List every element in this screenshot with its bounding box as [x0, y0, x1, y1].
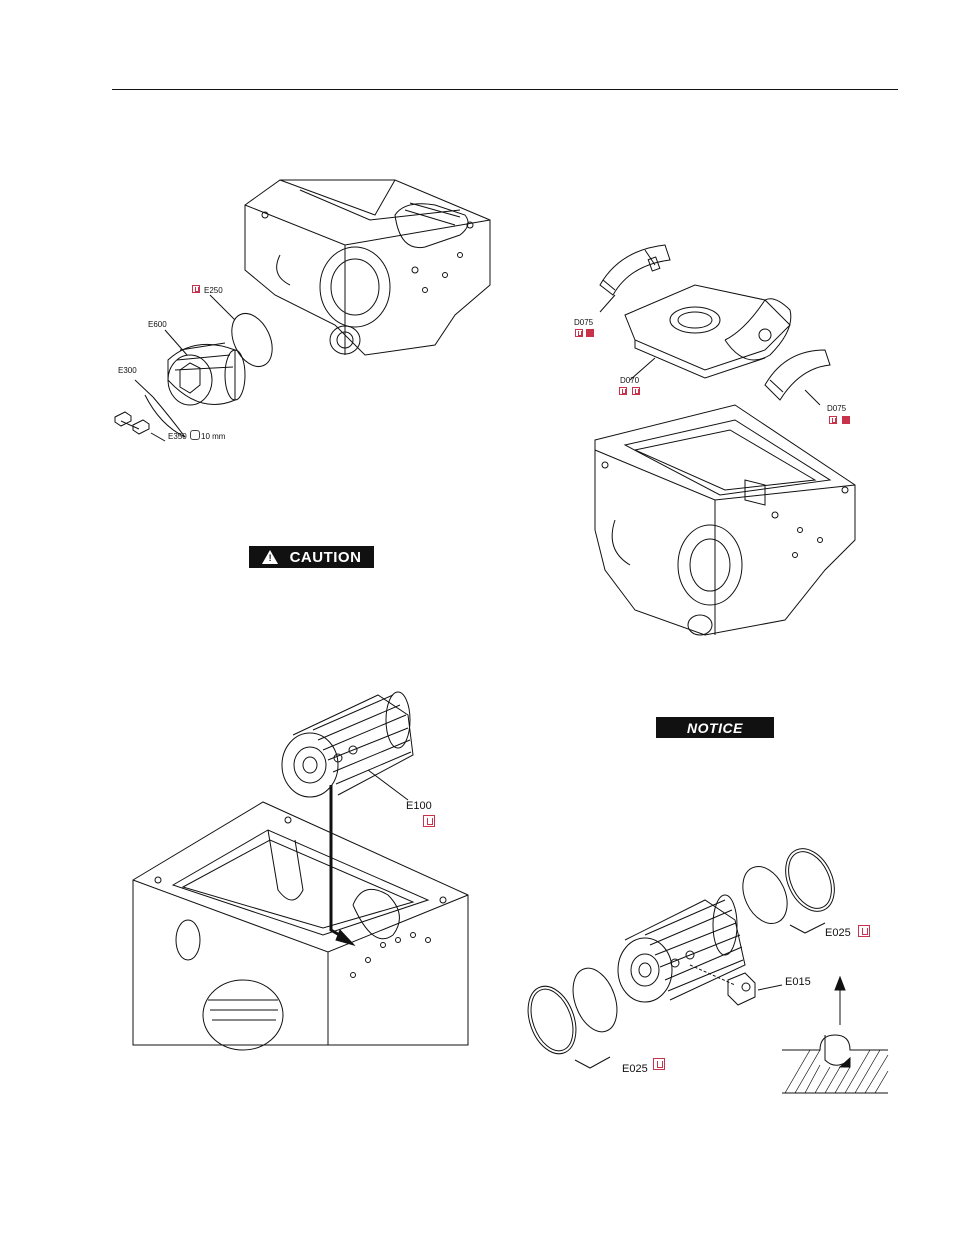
label-d075-bottom: D075 [827, 405, 846, 413]
lubricate-icon [586, 329, 594, 337]
socket-wrench-icon [190, 430, 200, 440]
special-tool-icon [829, 416, 837, 424]
parts-replace-icon [423, 815, 435, 827]
caution-text: CAUTION [290, 549, 362, 566]
label-d075-top: D075 [574, 319, 593, 327]
label-e100: E100 [406, 801, 432, 812]
label-e350: E350 [168, 433, 187, 441]
parts-replace-icon [653, 1058, 665, 1070]
notice-badge: NOTICE [656, 717, 774, 738]
figure-install-e100 [128, 690, 473, 1050]
parts-replace-icon [632, 387, 640, 395]
label-d070: D070 [620, 377, 639, 385]
lubricate-icon [842, 416, 850, 424]
label-e025-bottom: E025 [622, 1064, 648, 1075]
parts-replace-icon [192, 285, 200, 293]
header-rule [112, 89, 898, 90]
label-e015: E015 [785, 977, 811, 988]
label-e300: E300 [118, 367, 137, 375]
warning-triangle-icon: ! [262, 550, 278, 564]
figure-oring-exploded [520, 835, 900, 1105]
label-e600: E600 [148, 321, 167, 329]
label-e250: E250 [204, 287, 223, 295]
special-tool-icon [619, 387, 627, 395]
special-tool-icon [575, 329, 583, 337]
parts-replace-icon [858, 925, 870, 937]
label-e025-top: E025 [825, 928, 851, 939]
caution-badge: ! CAUTION [249, 546, 374, 568]
label-e350-size: 10 mm [201, 433, 225, 441]
figure-lever-bearing [575, 240, 865, 640]
figure-cartridge-removal [105, 175, 505, 455]
